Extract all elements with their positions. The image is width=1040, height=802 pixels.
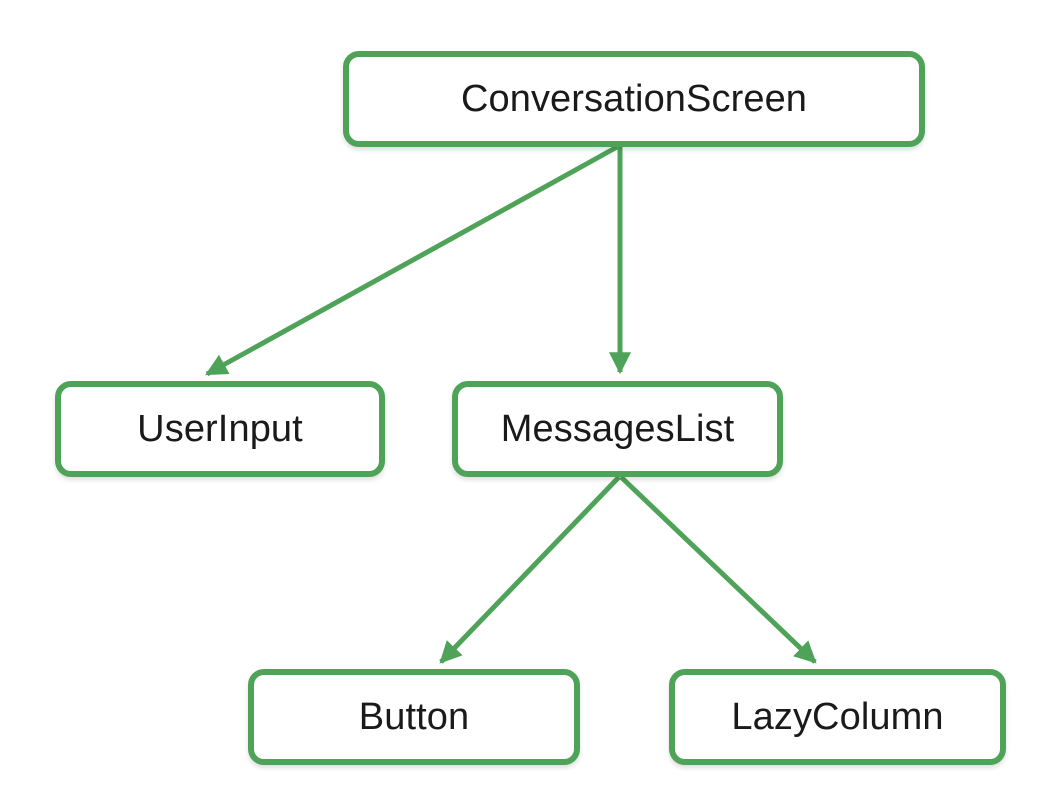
edge-messageslist-lazycolumn: [619, 475, 817, 664]
node-button[interactable]: Button: [248, 669, 580, 765]
node-conversationscreen[interactable]: ConversationScreen: [343, 51, 925, 147]
node-label: LazyColumn: [731, 696, 944, 738]
node-lazycolumn[interactable]: LazyColumn: [669, 669, 1006, 765]
node-messageslist[interactable]: MessagesList: [452, 381, 783, 477]
edge-messageslist-button: [439, 475, 621, 664]
edge-conversationscreen-userinput: [205, 144, 619, 377]
node-label: MessagesList: [500, 408, 735, 450]
node-userinput[interactable]: UserInput: [55, 381, 385, 477]
node-label: ConversationScreen: [460, 78, 808, 120]
node-label: Button: [358, 696, 470, 738]
node-label: UserInput: [137, 408, 303, 450]
